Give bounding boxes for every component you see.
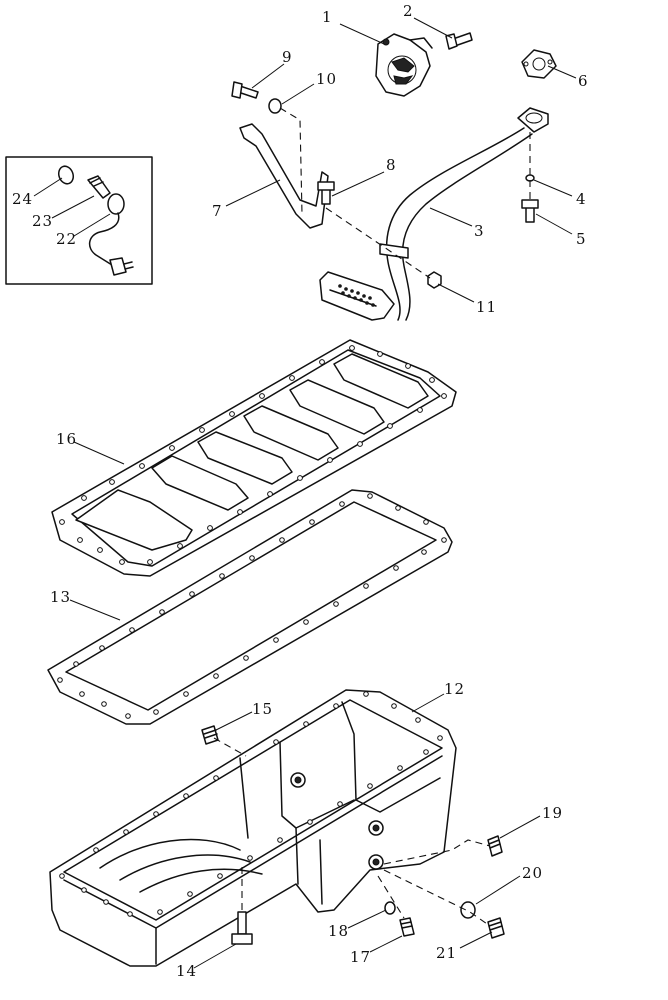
bolt-part-2 bbox=[445, 32, 473, 50]
plug-part-21 bbox=[487, 917, 505, 939]
callout-18: 18 bbox=[328, 922, 349, 940]
callout-14: 14 bbox=[176, 962, 197, 980]
bolt-part-8 bbox=[317, 181, 335, 205]
callout-20: 20 bbox=[522, 864, 543, 882]
bracket-part-7 bbox=[239, 123, 329, 229]
leader-lines bbox=[33, 17, 577, 969]
o-ring-part-24 bbox=[57, 165, 75, 185]
callout-11: 11 bbox=[476, 298, 497, 316]
plug-part-15 bbox=[201, 725, 219, 745]
suction-tube-part-3 bbox=[319, 107, 549, 321]
callout-24: 24 bbox=[12, 190, 33, 208]
callout-21: 21 bbox=[436, 944, 457, 962]
callout-7: 7 bbox=[212, 202, 223, 220]
callout-17: 17 bbox=[350, 948, 371, 966]
callout-19: 19 bbox=[542, 804, 563, 822]
alignment-line bbox=[377, 875, 405, 919]
washer-part-18 bbox=[384, 901, 396, 915]
oil-pump-part-1 bbox=[375, 33, 433, 97]
bolt-holes bbox=[59, 691, 443, 917]
spacer-plate-part-16 bbox=[51, 339, 457, 577]
callout-8: 8 bbox=[386, 156, 397, 174]
callout-4: 4 bbox=[576, 190, 587, 208]
window-4 bbox=[243, 405, 339, 461]
callout-6: 6 bbox=[578, 72, 589, 90]
washer-part-10 bbox=[268, 98, 282, 114]
callout-10: 10 bbox=[316, 70, 337, 88]
bolt-holes bbox=[57, 493, 447, 719]
nut-part-11 bbox=[427, 271, 442, 289]
callout-5: 5 bbox=[576, 230, 587, 248]
window-3 bbox=[197, 431, 293, 485]
callout-labels: 1 2 3 4 5 6 7 8 9 10 11 12 13 14 15 16 1… bbox=[12, 2, 589, 980]
gasket-part-6 bbox=[521, 49, 557, 79]
alignment-line bbox=[383, 839, 491, 865]
callout-3: 3 bbox=[474, 222, 485, 240]
callout-9: 9 bbox=[282, 48, 293, 66]
alignment-line bbox=[213, 737, 247, 757]
inset-detail-box bbox=[5, 156, 153, 285]
window-5 bbox=[289, 379, 385, 435]
bolt-part-14 bbox=[231, 911, 253, 945]
bolt-holes bbox=[59, 345, 447, 565]
plug-part-19 bbox=[487, 835, 503, 857]
sensor-part-23 bbox=[87, 175, 111, 199]
callout-16: 16 bbox=[56, 430, 77, 448]
callout-1: 1 bbox=[322, 8, 333, 26]
bolt-part-9 bbox=[231, 81, 259, 99]
oil-pan-gasket-part-13 bbox=[47, 489, 453, 725]
oil-pan-part-12 bbox=[49, 689, 457, 967]
alignment-line bbox=[325, 207, 431, 279]
callout-12: 12 bbox=[444, 680, 465, 698]
window-2 bbox=[151, 455, 249, 511]
alignment-line bbox=[383, 869, 491, 927]
alignment-line bbox=[279, 107, 303, 215]
callout-22: 22 bbox=[56, 230, 77, 248]
harness-part-22 bbox=[88, 193, 134, 276]
window-6 bbox=[333, 353, 429, 409]
window-1 bbox=[75, 489, 193, 551]
washer-part-20 bbox=[460, 901, 476, 919]
strainer-mesh bbox=[338, 284, 375, 307]
bolt-part-5 bbox=[521, 199, 539, 223]
callout-13: 13 bbox=[50, 588, 71, 606]
plug-part-17 bbox=[399, 917, 415, 937]
callout-15: 15 bbox=[252, 700, 273, 718]
callout-23: 23 bbox=[32, 212, 53, 230]
callout-2: 2 bbox=[403, 2, 414, 20]
